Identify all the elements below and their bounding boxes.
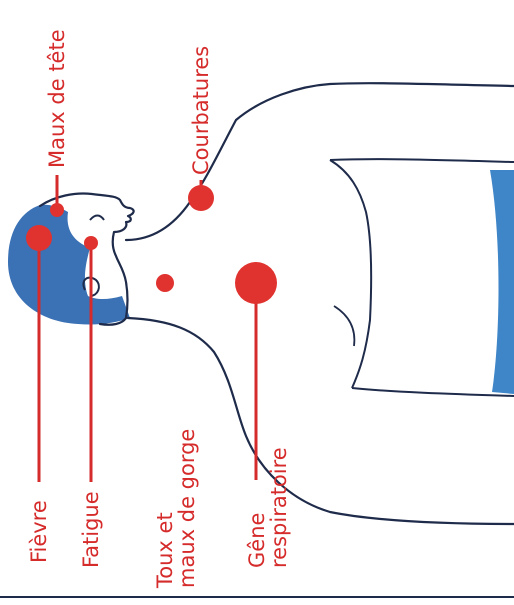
dot-fatigue: [84, 236, 98, 250]
label-fatigue: Fatigue: [80, 491, 102, 568]
dot-maux-de-tete: [50, 203, 64, 217]
hair-shape: [8, 205, 130, 325]
label-gene: Gêne respiratoire: [246, 447, 290, 568]
label-toux-line2: maux de gorge: [176, 429, 198, 588]
bottom-rule: [0, 596, 514, 598]
dot-fievre: [26, 225, 52, 251]
label-courbatures: Courbatures: [190, 46, 212, 175]
label-toux: Toux et maux de gorge: [154, 429, 198, 588]
label-fievre: Fièvre: [28, 500, 50, 563]
leader-lines: [39, 175, 256, 482]
collar-line-bottom: [352, 388, 514, 396]
chest-line: [334, 306, 354, 346]
dot-gene: [235, 262, 277, 304]
dot-toux: [156, 274, 174, 292]
label-toux-line1: Toux et: [154, 429, 176, 588]
label-maux-de-tete: Maux de tête: [46, 29, 68, 168]
dot-courbatures: [188, 185, 214, 211]
label-gene-line1: Gêne: [246, 447, 268, 568]
label-gene-line2: respiratoire: [268, 447, 290, 568]
neck-outline: [126, 83, 514, 240]
collar-line-top: [330, 159, 514, 162]
collar-left: [330, 160, 371, 388]
shirt-band: [490, 170, 514, 394]
eye-mark: [90, 216, 104, 221]
